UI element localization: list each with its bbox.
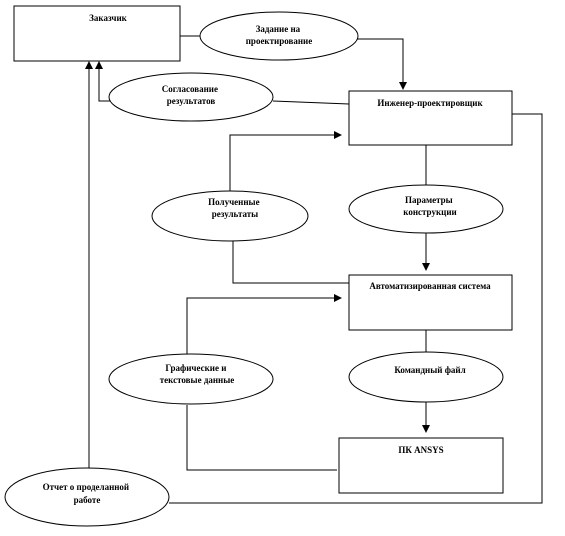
flow-design-parameters: Параметры конструкции (348, 184, 504, 234)
flow-design-parameters-label: Параметры конструкции (403, 195, 456, 217)
flow-work-report-label: Отчет о проделанной работе (43, 482, 132, 505)
flow-work-report: Отчет о проделанной работе (4, 467, 170, 527)
flow-command-file-line-1: Командный файл (394, 365, 465, 375)
flow-design-parameters-line-2: конструкции (403, 207, 456, 217)
edge-cad-to-results (232, 240, 349, 284)
flow-results-agreement-label: Согласование результатов (162, 84, 220, 106)
edge-agreement-to-customer (95, 61, 110, 102)
node-engineer-label: Инженер-проектировщик (377, 98, 483, 108)
node-ansys-label: ПК ANSYS (398, 445, 443, 455)
node-customer-label: Заказчик (89, 13, 127, 23)
flow-command-file: Командный файл (348, 351, 504, 403)
flow-design-parameters-line-1: Параметры (405, 195, 453, 205)
flow-results-agreement: Согласование результатов (108, 72, 274, 122)
edge-task-to-engineer (357, 38, 407, 90)
flow-obtained-results-line-2: результаты (212, 209, 258, 219)
edge-engineer-to-report (169, 113, 543, 504)
flow-results-agreement-line-2: результатов (167, 96, 216, 106)
flow-graphic-text-data-label: Графические и текстовые данные (160, 363, 235, 385)
node-customer: Заказчик (13, 5, 181, 62)
flow-results-agreement-line-1: Согласование (162, 84, 218, 94)
edge-ansys-to-graphic (186, 405, 337, 471)
node-engineer: Инженер-проектировщик (348, 90, 513, 146)
flow-graphic-text-data: Графические и текстовые данные (108, 353, 274, 405)
flow-design-task: Задание на проектирование (199, 11, 359, 61)
flow-graphic-text-data-line-2: текстовые данные (160, 375, 235, 385)
node-cad-system: Автоматизированная система (348, 274, 513, 331)
flow-graphic-text-data-line-1: Графические и (165, 363, 226, 373)
edge-engineer-to-agreement (272, 100, 350, 105)
flow-work-report-line-2: работе (74, 495, 101, 505)
connectors (85, 35, 543, 504)
flow-design-task-line-2: проектирование (246, 36, 313, 46)
edge-results-to-engineer (229, 131, 342, 193)
flow-obtained-results-label: Полученные результаты (208, 197, 262, 219)
flow-obtained-results-line-1: Полученные (208, 197, 259, 207)
flow-command-file-label: Командный файл (394, 365, 465, 375)
flow-obtained-results: Полученные результаты (151, 190, 309, 242)
flow-design-task-label: Задание на проектирование (246, 24, 313, 46)
edge-graphic-to-cad (186, 294, 342, 355)
flow-design-task-line-1: Задание на (256, 24, 301, 34)
flow-work-report-line-1: Отчет о проделанной (43, 482, 130, 492)
node-ansys: ПК ANSYS (338, 437, 504, 494)
node-cad-system-label: Автоматизированная система (369, 281, 491, 291)
